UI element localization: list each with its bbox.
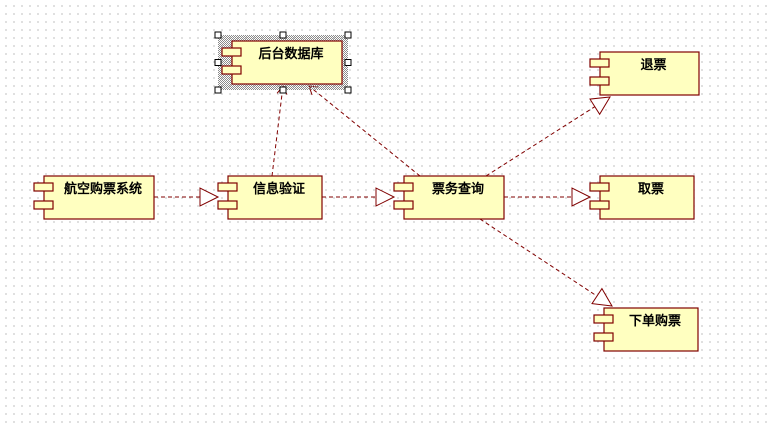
component-port-icon	[393, 182, 414, 192]
resize-handle[interactable]	[344, 86, 352, 94]
component-port-icon	[221, 47, 242, 57]
component-body	[231, 40, 343, 85]
resize-handle[interactable]	[279, 86, 287, 94]
dependency-airline_system-to-info_verify[interactable]	[154, 187, 220, 207]
dependency-line	[479, 218, 598, 297]
dependency-ticket_query-to-order[interactable]	[479, 218, 613, 307]
component-body	[227, 175, 323, 220]
component-port-icon	[221, 65, 242, 75]
dependency-ticket_query-to-refund[interactable]	[485, 96, 611, 177]
resize-handle[interactable]	[344, 59, 352, 66]
component-info-verify[interactable]: 信息验证	[217, 175, 323, 220]
component-label: 航空购票系统	[64, 181, 142, 197]
component-port-icon	[393, 200, 414, 210]
arrowhead-icon	[591, 287, 613, 307]
dependencies	[154, 85, 613, 307]
arrowhead-icon	[375, 187, 396, 207]
component-airline-system[interactable]: 航空购票系统	[33, 175, 155, 220]
component-port-icon	[589, 200, 610, 210]
component-body	[599, 175, 695, 220]
dependency-info_verify-to-ticket_query[interactable]	[322, 187, 396, 207]
dependency-ticket_query-to-backend_db[interactable]	[308, 85, 421, 177]
dependency-line	[308, 85, 421, 177]
component-port-icon	[33, 182, 54, 192]
resize-handle[interactable]	[279, 31, 287, 39]
resize-handle[interactable]	[214, 86, 222, 94]
component-body	[43, 175, 155, 220]
dependency-ticket_query-to-pickup[interactable]	[504, 187, 592, 207]
component-port-icon	[589, 76, 610, 86]
component-port-icon	[589, 182, 610, 192]
component-label: 信息验证	[253, 181, 305, 197]
component-port-icon	[593, 314, 614, 324]
component-body	[603, 307, 699, 352]
component-port-icon	[217, 182, 238, 192]
component-pickup[interactable]: 取票	[589, 175, 695, 220]
component-port-icon	[33, 200, 54, 210]
arrowhead-icon	[589, 96, 611, 116]
component-port-icon	[593, 332, 614, 342]
component-label: 票务查询	[432, 181, 484, 197]
dependency-info_verify-to-backend_db[interactable]	[271, 85, 288, 177]
dependency-line	[271, 85, 284, 177]
component-refund[interactable]: 退票	[589, 51, 700, 96]
component-body	[403, 175, 505, 220]
component-ticket-query[interactable]: 票务查询	[393, 175, 505, 220]
component-backend-db[interactable]: 后台数据库	[214, 31, 352, 94]
arrowhead-icon	[571, 187, 592, 207]
component-label: 下单购票	[629, 313, 681, 329]
component-order[interactable]: 下单购票	[593, 307, 699, 352]
arrowhead-icon	[199, 187, 220, 207]
component-label: 退票	[640, 57, 666, 73]
dependency-line	[485, 106, 596, 177]
resize-handle[interactable]	[214, 31, 222, 39]
resize-handle[interactable]	[214, 59, 222, 66]
component-body	[599, 51, 700, 96]
component-port-icon	[589, 58, 610, 68]
component-port-icon	[217, 200, 238, 210]
component-label: 取票	[638, 181, 664, 197]
resize-handle[interactable]	[344, 31, 352, 39]
component-label: 后台数据库	[258, 46, 323, 62]
